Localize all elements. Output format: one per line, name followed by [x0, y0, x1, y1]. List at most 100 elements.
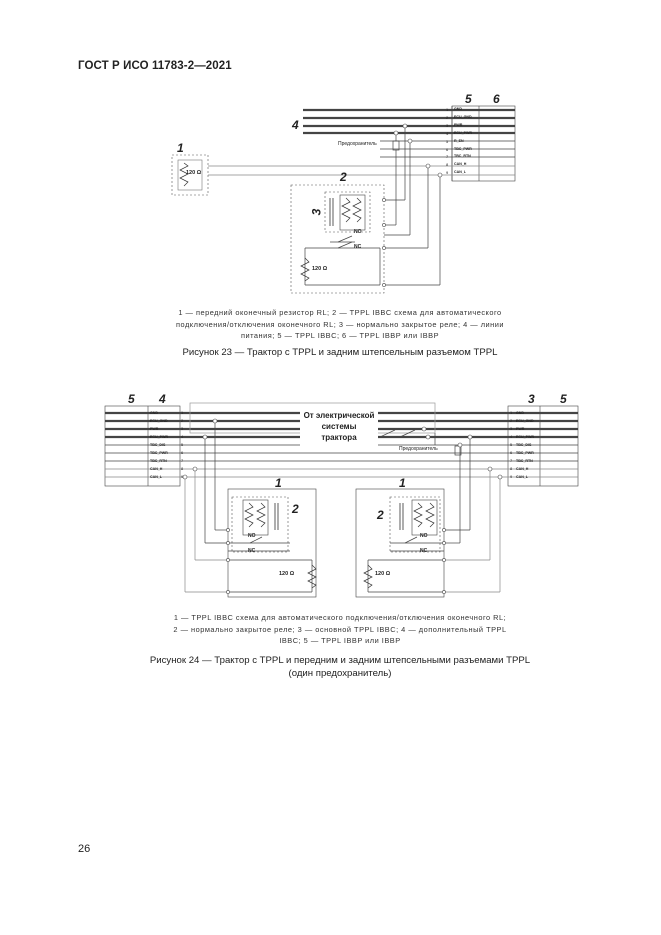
fig24-callout-2-left: 2	[292, 502, 299, 516]
fig24-callout-1-left: 1	[275, 476, 282, 490]
fig23-nc-label: NC	[354, 244, 362, 250]
pin: 1	[510, 410, 513, 415]
pin: 6	[510, 450, 513, 455]
caption-line: (один предохранитель)	[288, 668, 392, 679]
signal: PWR	[454, 122, 463, 127]
signal: CAN_H	[150, 467, 163, 471]
signal: CAN_L	[454, 170, 466, 175]
signal: TBC_DIS	[150, 443, 166, 447]
signal: GND	[150, 411, 158, 415]
fig24-left-signal-list: GND ECU_GND PWR ECU_PWR TBC_DIS TBC_PWR …	[150, 409, 168, 481]
pin: 8	[510, 466, 513, 471]
fig23-pin-list: 1 2 3 4 5 6 7 8 9	[446, 106, 448, 177]
pin: 5	[510, 442, 513, 447]
signal: ECU_GND	[454, 114, 472, 119]
fig24-callout-3: 3	[528, 392, 535, 406]
pin: 2	[181, 418, 184, 423]
legend-line: 2 — нормально закрытое реле; 3 — основно…	[173, 624, 507, 634]
legend-line: 1 — передний оконечный резистор RL; 2 — …	[178, 308, 502, 317]
fig24-callout-5-right: 5	[560, 392, 567, 406]
signal: ECU_PWR	[150, 435, 168, 439]
fig24-caption: Рисунок 24 — Трактор с TPPL и передним и…	[110, 654, 570, 680]
fig23-callout-2: 2	[340, 170, 347, 184]
fig24-callout-2-right: 2	[377, 508, 384, 522]
pin: 8	[446, 162, 449, 168]
fig24-fuse-label: Предохранитель	[399, 446, 438, 452]
fig23-ibbc-resistor-label: 120 Ω	[312, 266, 328, 272]
pin: 5	[181, 442, 184, 447]
pin: 2	[446, 114, 449, 120]
signal: GND	[516, 411, 524, 415]
signal: ECU_GND	[150, 419, 168, 423]
fig24-callout-1-right: 1	[399, 476, 406, 490]
signal: R_EN	[454, 138, 464, 143]
signal: TBC_RTN	[454, 154, 471, 159]
fig23-callout-3: 3	[309, 208, 324, 216]
signal: ECU_GND	[516, 419, 534, 423]
fig23-signal-list: GND ECU_GND PWR ECU_PWR R_EN TBC_PWR TBC…	[454, 106, 472, 177]
signal: CAN_L	[150, 475, 162, 479]
pin: 7	[446, 154, 449, 160]
fig23-callout-6: 6	[493, 92, 500, 106]
pin: 2	[510, 418, 513, 423]
signal: TBC_PWR	[454, 146, 472, 151]
pin: 3	[510, 426, 513, 431]
legend-line: 1 — TPPL IBBC схема для автоматического …	[173, 613, 507, 622]
signal: GND	[454, 107, 462, 111]
fig24-callout-4: 4	[159, 392, 166, 406]
signal: CAN_L	[516, 475, 528, 479]
fig23-caption: Рисунок 23 — Трактор с TPPL и задним ште…	[182, 347, 498, 358]
fig23-callout-5: 5	[465, 92, 472, 106]
signal: CAN_H	[516, 467, 529, 471]
fig24-right-pin-list: 1 2 3 4 5 6 7 8 9	[510, 409, 512, 481]
fig24-left-resistor-label: 120 Ω	[279, 571, 295, 577]
pin: 7	[510, 458, 513, 463]
pin: 4	[510, 434, 513, 439]
legend-line: подключения/отключения оконечного RL; 3 …	[176, 319, 504, 329]
pin: 9	[181, 474, 184, 479]
source-line: системы	[321, 422, 357, 431]
pin: 3	[181, 426, 184, 431]
pin: 1	[181, 410, 184, 415]
legend-line: IBBC; 5 — TPPL IBBP или IBBP	[279, 636, 401, 646]
signal: ECU_PWR	[454, 130, 472, 135]
fig23-callout-1: 1	[177, 141, 184, 155]
fig24-source-label: От электрической системы трактора	[300, 410, 378, 443]
fig24-right-nc-label: NC	[420, 548, 428, 554]
fig23-legend: 1 — передний оконечный резистор RL; 2 — …	[150, 307, 530, 342]
signal: CAN_H	[454, 162, 467, 167]
fig24-callout-5-left: 5	[128, 392, 135, 406]
pin: 6	[446, 146, 449, 152]
fig24-right-no-label: NO	[420, 533, 428, 539]
source-line: От электрической	[303, 411, 375, 420]
fig23-no-label: NO	[354, 229, 362, 235]
pin: 5	[446, 138, 449, 144]
signal: TBC_PWR	[150, 451, 168, 455]
signal: TBC_RTN	[150, 459, 167, 463]
pin: 9	[510, 474, 513, 479]
pin: 7	[181, 458, 184, 463]
signal: TBC_PWR	[516, 451, 534, 455]
source-line: трактора	[321, 433, 357, 442]
fig24-right-resistor-label: 120 Ω	[375, 571, 391, 577]
pin: 9	[446, 170, 449, 176]
pin: 3	[446, 122, 449, 128]
signal: TBC_RTN	[516, 459, 533, 463]
fig24-left-pin-list: 1 2 3 4 5 6 7 8 9	[181, 409, 183, 481]
pin: 1	[446, 107, 449, 112]
signal: TBC_DIS	[516, 443, 532, 447]
fig24-left-nc-label: NC	[248, 548, 256, 554]
fig24-left-no-label: NO	[248, 533, 256, 539]
pin: 4	[181, 434, 184, 439]
legend-line: питания; 5 — TPPL IBBC; 6 — TPPL IBBP ил…	[240, 331, 440, 341]
pin: 6	[181, 450, 184, 455]
fig23-callout-4: 4	[292, 118, 299, 132]
page-number: 26	[78, 843, 91, 855]
signal: ECU_PWR	[516, 435, 534, 439]
fig24-legend: 1 — TPPL IBBC схема для автоматического …	[140, 612, 540, 647]
fig23-front-resistor-label: 120 Ω	[186, 170, 202, 176]
fig23-fuse-label: Предохранитель	[338, 141, 377, 147]
pin: 8	[181, 466, 184, 471]
